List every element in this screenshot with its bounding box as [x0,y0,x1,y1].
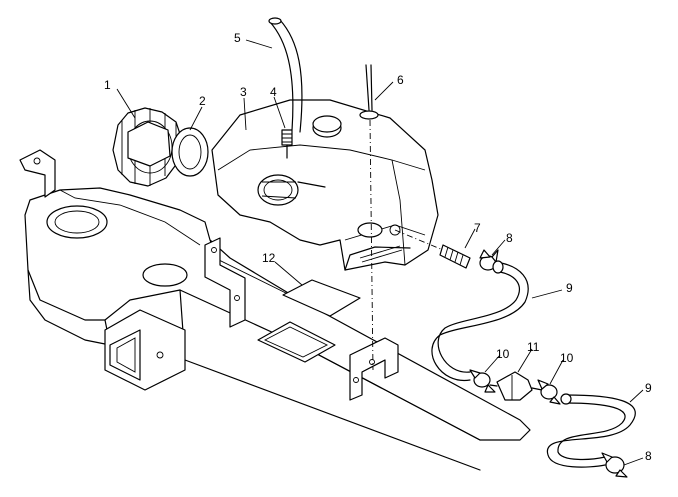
callout-1: 1 [104,78,111,92]
fuel-filter [489,371,543,401]
fuel-tank [211,99,439,271]
hose-clamp-left [469,369,496,393]
callout-9-upper: 9 [566,281,573,295]
hose-clamp-lower [601,452,628,478]
callout-10-right: 10 [560,351,574,365]
fuel-hose-lower [546,393,636,468]
frame [19,149,531,471]
callout-10-left: 10 [496,347,510,361]
hose-clamp-right [537,379,561,405]
tank-pad [282,279,361,317]
callout-12: 12 [262,251,276,265]
fuel-fitting [394,229,471,269]
callout-8-lower: 8 [645,449,652,463]
leader-lines [116,39,644,466]
tank-bracket-rear [349,337,399,401]
callout-8-upper: 8 [506,231,513,245]
callout-labels: 1 2 3 4 5 6 7 8 9 10 11 10 9 8 12 [104,31,652,463]
callout-4: 4 [270,85,277,99]
callout-3: 3 [240,85,247,99]
callout-7: 7 [474,221,481,235]
callout-9-lower: 9 [645,381,652,395]
tank-bracket-front [204,237,246,328]
fuel-cap [112,107,183,187]
callout-6: 6 [397,73,404,87]
fuel-hose-upper [431,260,529,381]
cap-gasket [171,127,209,177]
callout-11: 11 [527,340,540,354]
callout-5: 5 [234,31,241,45]
callout-2: 2 [199,94,206,108]
vent-fitting [281,129,293,159]
vent-hose [268,17,303,133]
vent-rod [359,64,379,371]
